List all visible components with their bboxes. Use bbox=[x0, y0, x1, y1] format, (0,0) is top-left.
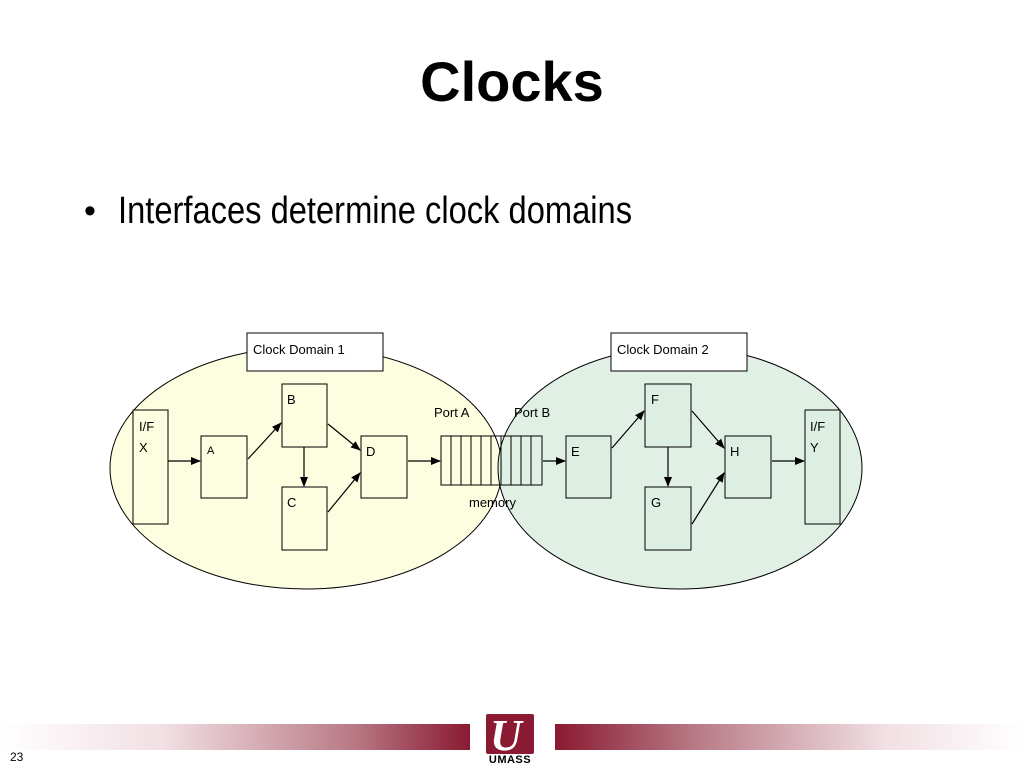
interface-x-label-line1: I/F bbox=[139, 419, 154, 434]
bullet-dot: • bbox=[84, 192, 96, 230]
block-c-label: C bbox=[287, 495, 296, 510]
slide-title: Clocks bbox=[420, 50, 604, 113]
interface-y-label-line1: I/F bbox=[810, 419, 825, 434]
arrow-a-to-b bbox=[247, 422, 282, 460]
block-c bbox=[281, 486, 328, 551]
clock-domain-1-label: Clock Domain 1 bbox=[253, 342, 345, 357]
bullet-item: • Interfaces determine clock domains bbox=[84, 190, 716, 233]
signal-arrows bbox=[168, 410, 805, 525]
clock-domain-2-label: Clock Domain 2 bbox=[617, 342, 709, 357]
port-a-label: Port A bbox=[434, 405, 470, 420]
interface-y-label-line2: Y bbox=[810, 440, 819, 455]
arrow-g-to-h bbox=[691, 472, 725, 525]
block-h bbox=[724, 435, 772, 499]
block-g bbox=[644, 486, 692, 551]
clock-domain-2-label-box bbox=[610, 332, 748, 372]
umass-logo-text: UMASS bbox=[488, 754, 532, 766]
port-b-label: Port B bbox=[514, 405, 550, 420]
arrow-f-to-h bbox=[691, 410, 725, 449]
block-b bbox=[281, 383, 328, 448]
block-e bbox=[565, 435, 612, 499]
page-number: 23 bbox=[10, 750, 24, 764]
arrow-e-to-f bbox=[611, 410, 645, 449]
block-f-label: F bbox=[651, 392, 659, 407]
block-d bbox=[360, 435, 408, 499]
block-a bbox=[200, 435, 248, 499]
footer-bar-right bbox=[555, 724, 1024, 750]
block-g-label: G bbox=[651, 495, 661, 510]
memory-cell-dividers bbox=[450, 436, 532, 485]
memory-label: memory bbox=[469, 495, 516, 510]
arrow-c-to-d bbox=[327, 472, 361, 513]
interface-y-block bbox=[804, 409, 841, 525]
block-b-label: B bbox=[287, 392, 296, 407]
umass-logo-mark: U bbox=[486, 711, 534, 760]
block-d-label: D bbox=[366, 444, 375, 459]
bullet-text: Interfaces determine clock domains bbox=[118, 190, 633, 232]
clock-domain-1-region bbox=[109, 346, 503, 590]
interface-x-block bbox=[132, 409, 169, 525]
interface-x-label-line2: X bbox=[139, 440, 148, 455]
block-a-label: A bbox=[207, 445, 215, 457]
block-h-label: H bbox=[730, 444, 739, 459]
clock-domain-1-label-box bbox=[246, 332, 384, 372]
block-f bbox=[644, 383, 692, 448]
arrow-b-to-d bbox=[327, 423, 361, 451]
umass-logo: U UMASS bbox=[484, 711, 536, 768]
footer-bar-left bbox=[0, 724, 470, 750]
block-e-label: E bbox=[571, 444, 580, 459]
